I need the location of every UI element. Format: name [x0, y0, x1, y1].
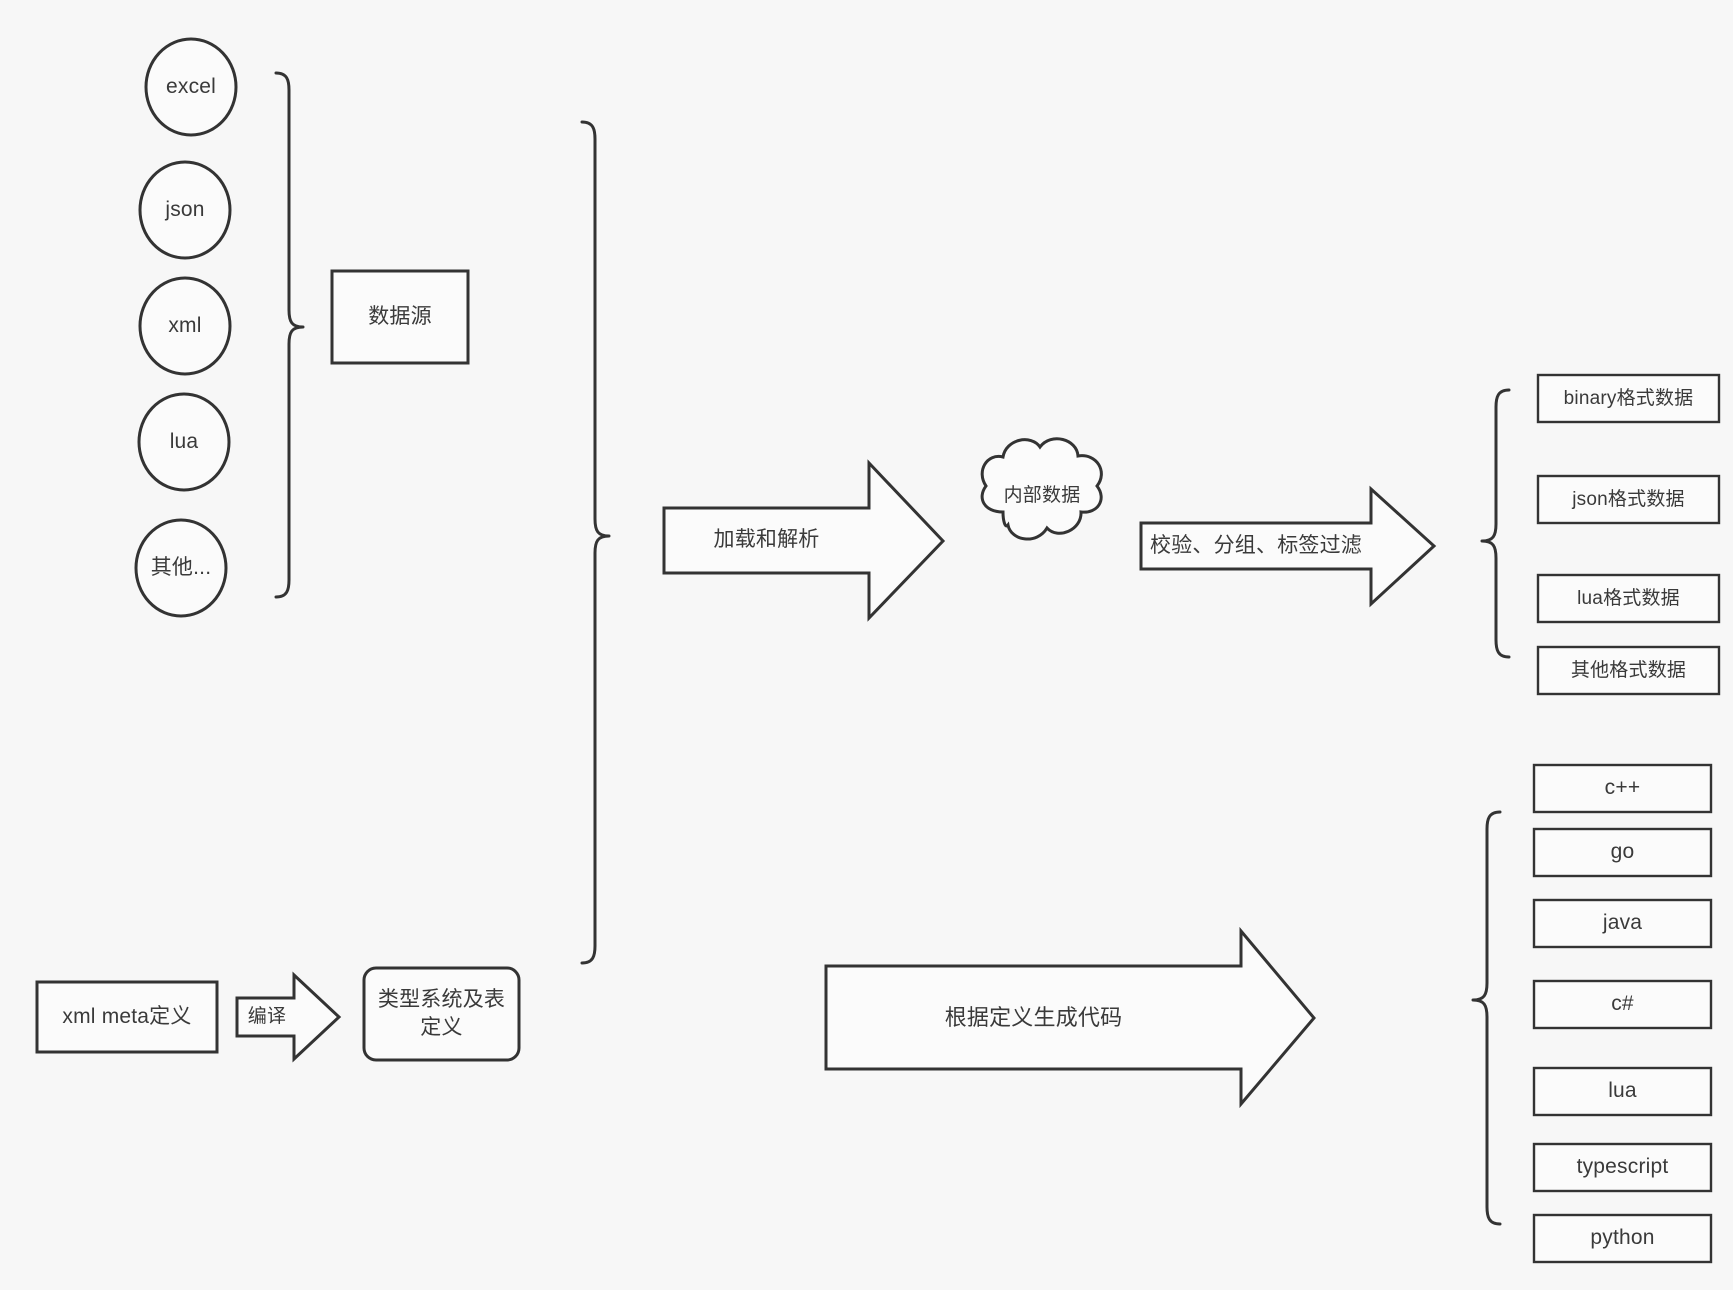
pipeline-input-brace — [580, 120, 611, 965]
language-box-java[interactable] — [1532, 898, 1713, 949]
data-source-box[interactable] — [330, 269, 470, 365]
load-parse-arrow[interactable] — [662, 459, 946, 622]
source-ellipse-excel[interactable] — [144, 37, 238, 137]
format-box-lua[interactable] — [1536, 573, 1721, 624]
compile-arrow[interactable] — [235, 971, 342, 1063]
language-box-c-plus-plus[interactable] — [1532, 763, 1713, 814]
language-box-lua[interactable] — [1532, 1066, 1713, 1117]
type-system-box[interactable] — [362, 966, 521, 1062]
language-box-go[interactable] — [1532, 827, 1713, 878]
xml-meta-definition-box[interactable] — [35, 980, 219, 1054]
source-ellipse-json[interactable] — [138, 160, 232, 260]
data-source-brace — [274, 71, 305, 599]
source-ellipse-lua[interactable] — [137, 392, 231, 492]
source-ellipse-xml[interactable] — [138, 276, 232, 376]
validate-group-filter-arrow[interactable] — [1139, 485, 1437, 608]
formats-brace — [1480, 388, 1511, 659]
language-box-c-sharp[interactable] — [1532, 979, 1713, 1030]
format-box-json[interactable] — [1536, 474, 1721, 525]
languages-brace — [1471, 810, 1502, 1226]
internal-data-cloud[interactable] — [980, 437, 1103, 541]
language-box-typescript[interactable] — [1532, 1142, 1713, 1193]
format-box-other[interactable] — [1536, 645, 1721, 696]
format-box-binary[interactable] — [1536, 373, 1721, 424]
source-ellipse-other[interactable] — [134, 518, 228, 618]
language-box-python[interactable] — [1532, 1213, 1713, 1264]
codegen-arrow[interactable] — [824, 926, 1316, 1109]
